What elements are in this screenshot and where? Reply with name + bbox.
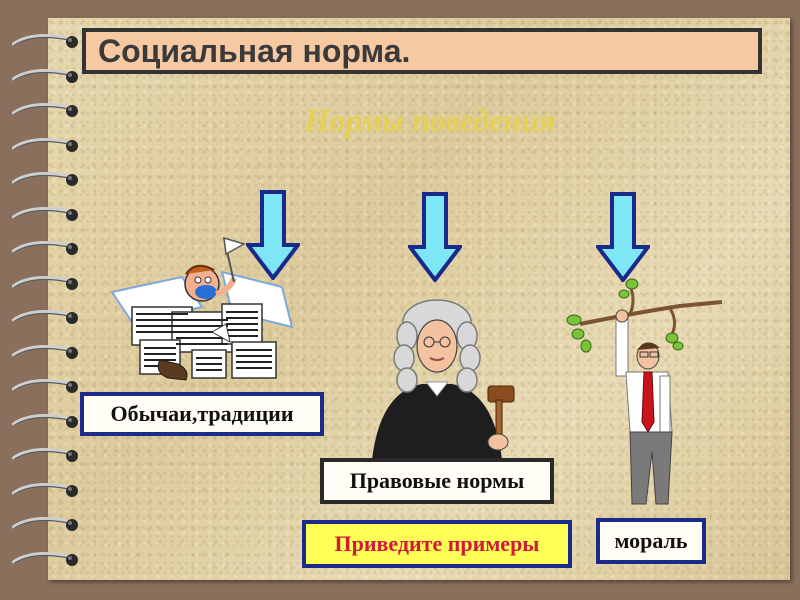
paperwork-man-illustration	[110, 236, 294, 381]
spiral-ring-icon	[12, 448, 78, 462]
notebook-paper	[48, 18, 790, 580]
spiral-ring-icon	[12, 172, 78, 186]
down-arrow-icon	[246, 190, 300, 280]
down-arrow-icon	[596, 192, 650, 282]
slide-title-text: Социальная норма.	[98, 32, 411, 69]
slide-subtitle: Нормы поведения	[304, 102, 556, 138]
spiral-ring-icon	[12, 517, 78, 531]
spiral-ring-icon	[12, 379, 78, 393]
spiral-ring-icon	[12, 310, 78, 324]
slide-title: Социальная норма.	[82, 28, 762, 74]
customs-traditions-label: Обычаи,традиции	[80, 392, 324, 436]
spiral-ring-icon	[12, 275, 78, 290]
moral-label: мораль	[596, 518, 706, 564]
legal-norms-label: Правовые нормы	[320, 458, 554, 504]
spiral-ring-icon	[12, 137, 78, 152]
spiral-ring-icon	[12, 68, 78, 83]
spiral-ring-icon	[12, 551, 78, 566]
spiral-ring-icon	[12, 103, 78, 117]
spiral-ring-icon	[12, 482, 78, 497]
give-examples-button[interactable]: Приведите примеры	[302, 520, 572, 568]
spiral-ring-icon	[12, 344, 78, 359]
spiral-ring-icon	[12, 241, 78, 255]
down-arrow-icon	[408, 192, 462, 282]
spiral-ring-icon	[12, 34, 78, 48]
judge-illustration	[372, 299, 515, 460]
spiral-ring-icon	[12, 206, 78, 221]
hanging-man-illustration	[566, 278, 723, 505]
spiral-ring-icon	[12, 413, 78, 428]
